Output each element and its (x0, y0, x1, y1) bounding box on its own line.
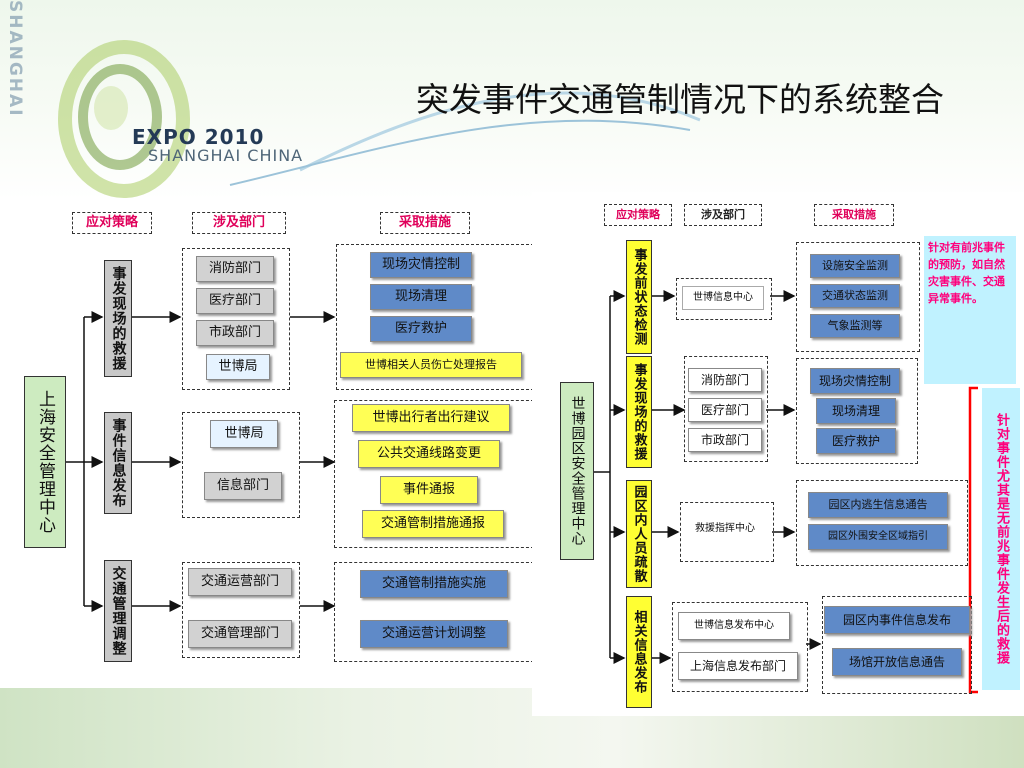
right-dept-fire: 消防部门 (688, 368, 762, 392)
right-measure-weather: 气象监测等 (810, 314, 900, 338)
right-note-rescue: 针对事件尤其是无前兆事件发生后的救援 (982, 388, 1020, 690)
left-dept-traffic-mgmt: 交通管理部门 (188, 620, 292, 648)
right-measure-disaster-control: 现场灾情控制 (810, 368, 900, 394)
right-measures-group-1 (796, 242, 920, 352)
right-note-preventive: 针对有前兆事件的预防，如自然灾害事件、交通异常事件。 (924, 236, 1016, 384)
banner-swoosh (229, 91, 701, 186)
left-measure-ops-plan-adjust: 交通运营计划调整 (360, 620, 508, 648)
right-dept-expo-release-center: 世博信息发布中心 (678, 612, 790, 640)
left-strategy-info: 事件信息发布 (104, 412, 132, 514)
left-dept-group-1 (182, 248, 290, 390)
right-measure-medical-aid: 医疗救护 (816, 428, 896, 454)
right-measures-group-3 (796, 480, 968, 566)
right-strategy-evacuation: 园区内人员疏散 (626, 480, 652, 588)
right-measure-facility-safety: 设施安全监测 (810, 254, 900, 278)
left-measure-site-cleanup: 现场清理 (370, 284, 472, 310)
left-dept-traffic-ops: 交通运营部门 (188, 568, 292, 596)
expo-logo-text: EXPO 2010 (132, 125, 265, 149)
right-measures-group-4 (822, 596, 972, 694)
left-dept-fire: 消防部门 (196, 256, 274, 282)
left-diagram: 应对策略 涉及部门 采取措施 上海安全管理中心 事发现场的救援 事件信息发布 交… (0, 200, 540, 685)
left-measure-incident-notice: 事件通报 (380, 476, 478, 504)
left-strategy-rescue: 事发现场的救援 (104, 260, 132, 377)
right-measure-site-cleanup: 现场清理 (816, 398, 896, 424)
right-diagram: 应对策略 涉及部门 采取措施 世博园区安全管理中心 事发前状态检测 事发现场的救… (532, 192, 1024, 716)
right-dept-medical: 医疗部门 (688, 398, 762, 422)
right-dept-expo-info-center: 世博信息中心 (682, 286, 764, 310)
left-dept-group-3 (182, 562, 300, 658)
right-strategy-info-release: 相关信息发布 (626, 596, 652, 708)
right-measure-park-incident-release: 园区内事件信息发布 (824, 606, 970, 634)
left-dept-medical: 医疗部门 (196, 288, 274, 314)
right-strategy-monitoring: 事发前状态检测 (626, 240, 652, 354)
right-dept-rescue-command: 救援指挥中心 (682, 516, 768, 542)
left-measure-control-implement: 交通管制措施实施 (360, 570, 508, 598)
left-measure-route-change: 公共交通线路变更 (358, 440, 500, 468)
expo-logo-subtext: SHANGHAI CHINA (148, 146, 304, 165)
left-measure-control-notice: 交通管制措施通报 (362, 510, 504, 538)
right-dept-municipal: 市政部门 (688, 428, 762, 452)
left-measure-travel-advice: 世博出行者出行建议 (352, 404, 510, 432)
left-root-node: 上海安全管理中心 (24, 376, 66, 548)
left-strategy-traffic: 交通管理调整 (104, 560, 132, 662)
right-measure-escape-notice: 园区内逃生信息通告 (808, 492, 948, 518)
left-connectors (64, 311, 336, 612)
right-strategy-rescue: 事发现场的救援 (626, 356, 652, 468)
left-header-departments: 涉及部门 (192, 212, 286, 234)
left-dept-expo-bureau-2: 世博局 (210, 420, 278, 448)
banner-side-text: SHANGHAI SHANGHAI (5, 0, 25, 118)
left-dept-expo-bureau: 世博局 (206, 354, 270, 380)
right-measures-group-2 (796, 358, 918, 464)
right-dept-shanghai-release: 上海信息发布部门 (678, 652, 798, 680)
right-measure-traffic-state: 交通状态监测 (810, 284, 900, 308)
right-header-measures: 采取措施 (814, 204, 894, 226)
right-dept-group-2 (684, 356, 768, 462)
right-header-departments: 涉及部门 (684, 204, 762, 226)
right-measure-safe-zone-guide: 园区外围安全区域指引 (808, 524, 948, 550)
right-root-node: 世博园区安全管理中心 (560, 382, 594, 560)
left-measure-disaster-control: 现场灾情控制 (370, 252, 472, 278)
left-dept-information: 信息部门 (204, 472, 282, 500)
left-header-measures: 采取措施 (380, 212, 470, 234)
left-measure-medical-aid: 医疗救护 (370, 316, 472, 342)
right-dept-group-4 (672, 602, 808, 692)
left-measure-casualty-report: 世博相关人员伤亡处理报告 (340, 352, 522, 378)
slide-title: 突发事件交通管制情况下的系统整合 (416, 80, 944, 119)
right-dept-group-3 (680, 502, 774, 562)
left-dept-municipal: 市政部门 (196, 320, 274, 346)
right-header-strategy: 应对策略 (604, 204, 672, 226)
left-dept-group-2 (182, 412, 300, 518)
right-connectors (592, 290, 978, 694)
left-header-strategy: 应对策略 (72, 212, 152, 234)
right-dept-group-1 (676, 278, 772, 320)
right-measure-venue-open-notice: 场馆开放信息通告 (832, 648, 962, 676)
